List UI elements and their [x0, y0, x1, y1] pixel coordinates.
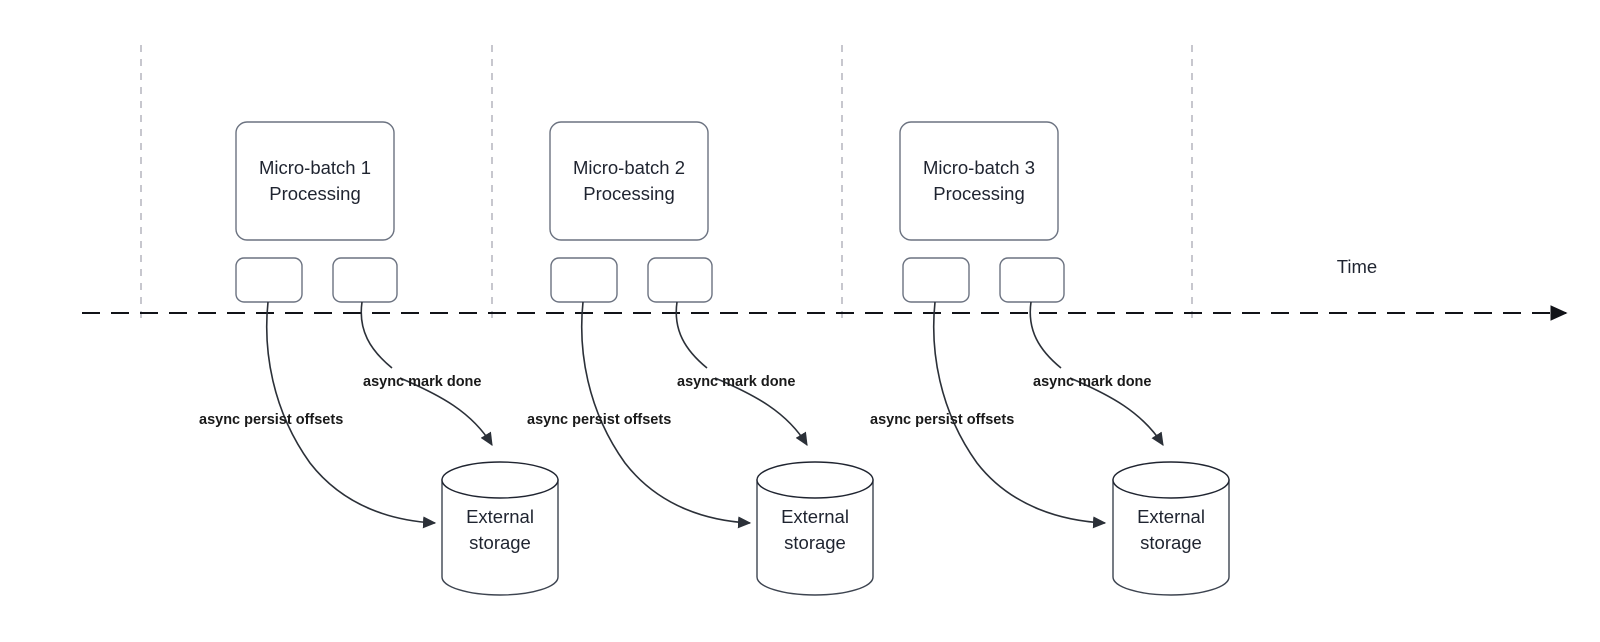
micro-batch-subtitle: Processing: [269, 183, 361, 204]
external-storage-label-line1: External: [466, 506, 534, 527]
mark-done-task[interactable]: [332, 257, 398, 303]
external-storage-cylinder-top: [1112, 461, 1230, 499]
external-storage-label-line2: storage: [1140, 532, 1202, 553]
guide-lines-group: [140, 45, 1193, 318]
async-mark-done-label: async mark done: [1033, 374, 1151, 390]
async-persist-offsets-label: async persist offsets: [199, 412, 343, 428]
mark-done-task[interactable]: [999, 257, 1065, 303]
async-mark-done-arrow-stem: [360, 301, 393, 369]
async-persist-offsets-label: async persist offsets: [527, 412, 671, 428]
async-persist-offsets-arrow: [932, 301, 1107, 529]
external-storage-label-line2: storage: [469, 532, 531, 553]
micro-batch-box[interactable]: [235, 121, 395, 241]
external-storage-label-line2: storage: [784, 532, 846, 553]
async-persist-offsets-arrow: [265, 301, 437, 529]
external-storage-cylinder-top: [756, 461, 874, 499]
persist-offsets-task[interactable]: [550, 257, 618, 303]
external-storage-cylinder-body[interactable]: [1112, 479, 1230, 596]
async-persist-offsets-arrow: [580, 301, 752, 529]
persist-offsets-task[interactable]: [902, 257, 970, 303]
time-axis-label: Time: [1337, 256, 1377, 277]
mark-done-task[interactable]: [647, 257, 713, 303]
async-mark-done-arrow-stem: [1029, 301, 1062, 369]
async-mark-done-arrow-stem: [675, 301, 708, 369]
async-mark-done-arrow: [1069, 377, 1164, 447]
external-storage-cylinder-top: [441, 461, 559, 499]
async-mark-done-arrow: [714, 377, 808, 447]
async-mark-done-label: async mark done: [363, 374, 481, 390]
async-persist-offsets-label: async persist offsets: [870, 412, 1014, 428]
external-storage-label-line1: External: [1137, 506, 1205, 527]
async-mark-done-label: async mark done: [677, 374, 795, 390]
micro-batch-title: Micro-batch 2: [573, 157, 685, 178]
micro-batch-subtitle: Processing: [583, 183, 675, 204]
external-storage-label-line1: External: [781, 506, 849, 527]
micro-batch-title: Micro-batch 1: [259, 157, 371, 178]
async-mark-done-arrow: [399, 377, 493, 447]
timeline-group: Time: [82, 256, 1568, 321]
micro-batch-box[interactable]: [899, 121, 1059, 241]
micro-batch-title: Micro-batch 3: [923, 157, 1035, 178]
persist-offsets-task[interactable]: [235, 257, 303, 303]
micro-batch-subtitle: Processing: [933, 183, 1025, 204]
external-storage-cylinder-body[interactable]: [441, 479, 559, 596]
micro-batch-box[interactable]: [549, 121, 709, 241]
external-storage-cylinder-body[interactable]: [756, 479, 874, 596]
